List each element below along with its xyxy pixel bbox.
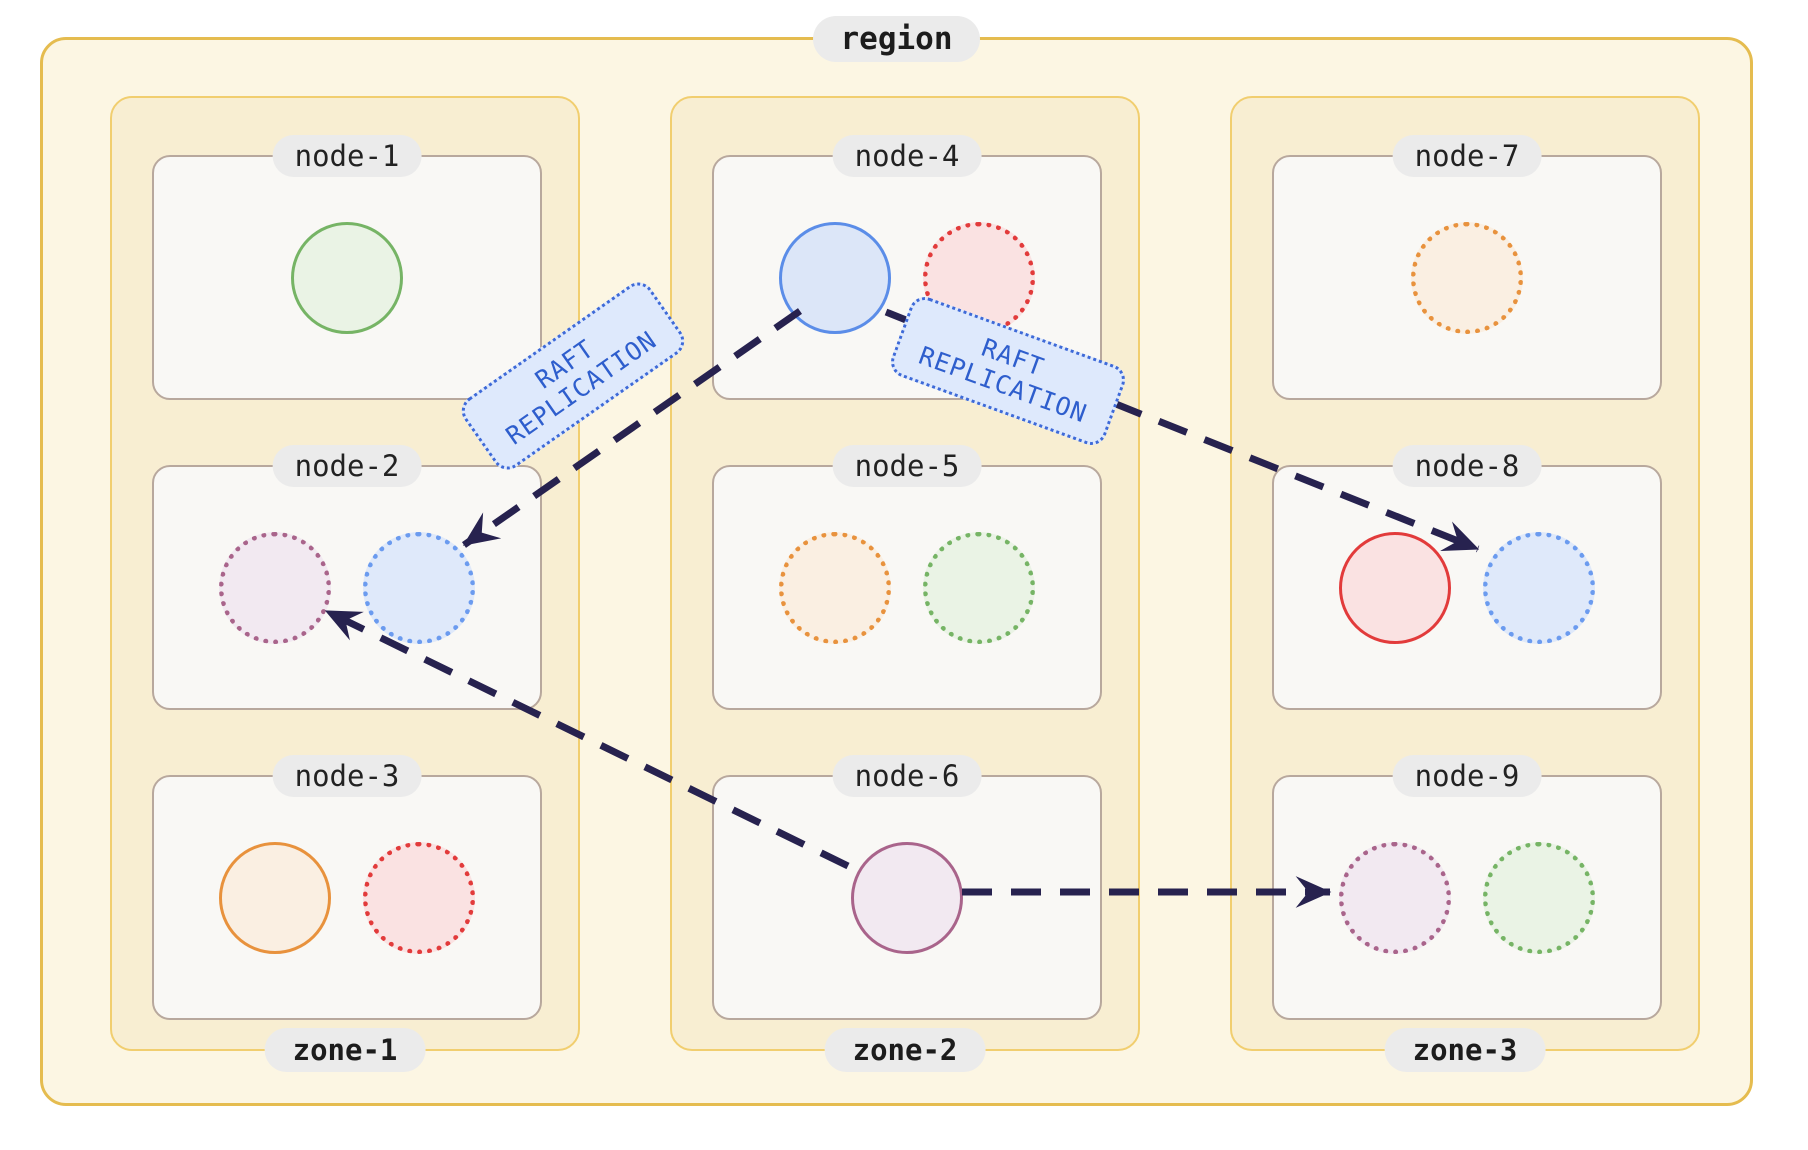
- replica-row: [779, 531, 1035, 644]
- replica-row: [1411, 221, 1523, 334]
- replica-circle-purple-dotted: [219, 531, 331, 644]
- replica-circle-red-solid: [1339, 531, 1451, 644]
- zone-label: zone-1: [264, 1028, 426, 1072]
- replica-circle-green-dotted: [923, 531, 1035, 644]
- replica-row: [291, 221, 403, 334]
- replica-circle-green-dotted: [1483, 841, 1595, 954]
- replica-circle-purple-solid: [851, 841, 963, 954]
- replica-row: [219, 531, 475, 644]
- region-box: region zone-1 node-1 node-2 node-3 zone-2 nod…: [40, 16, 1753, 1106]
- node-label: node-6: [832, 755, 982, 797]
- node-box-node-2: node-2: [152, 445, 542, 710]
- node-label: node-8: [1392, 445, 1542, 487]
- zone-box-zone-1: zone-1 node-1 node-2 node-3: [110, 96, 580, 1072]
- region-label: region: [812, 16, 981, 62]
- node-box-node-9: node-9: [1272, 755, 1662, 1020]
- node-label: node-4: [832, 135, 982, 177]
- replica-row: [219, 841, 475, 954]
- node-label: node-9: [1392, 755, 1542, 797]
- node-label: node-7: [1392, 135, 1542, 177]
- node-label: node-2: [272, 445, 422, 487]
- replica-circle-orange-solid: [219, 841, 331, 954]
- node-box-node-7: node-7: [1272, 135, 1662, 400]
- node-box-node-3: node-3: [152, 755, 542, 1020]
- node-box-node-8: node-8: [1272, 445, 1662, 710]
- replica-row: [851, 841, 963, 954]
- replica-circle-purple-dotted: [1339, 841, 1451, 954]
- replica-circle-orange-dotted: [1411, 221, 1523, 334]
- node-label: node-5: [832, 445, 982, 487]
- zone-label: zone-3: [1384, 1028, 1546, 1072]
- zone-label: zone-2: [824, 1028, 986, 1072]
- replica-row: [1339, 531, 1595, 644]
- replica-circle-green-solid: [291, 221, 403, 334]
- node-label: node-1: [272, 135, 422, 177]
- zone-box-zone-3: zone-3 node-7 node-8 node-9: [1230, 96, 1700, 1072]
- node-box-node-6: node-6: [712, 755, 1102, 1020]
- node-box-node-5: node-5: [712, 445, 1102, 710]
- replica-circle-blue_light-dotted: [1483, 531, 1595, 644]
- replica-circle-orange-dotted: [779, 531, 891, 644]
- replica-circle-blue-solid: [779, 221, 891, 334]
- replica-circle-red-dotted: [363, 841, 475, 954]
- node-box-node-1: node-1: [152, 135, 542, 400]
- node-label: node-3: [272, 755, 422, 797]
- replica-circle-blue_light-dotted: [363, 531, 475, 644]
- zone-box-zone-2: zone-2 node-4 node-5 node-6: [670, 96, 1140, 1072]
- replica-row: [1339, 841, 1595, 954]
